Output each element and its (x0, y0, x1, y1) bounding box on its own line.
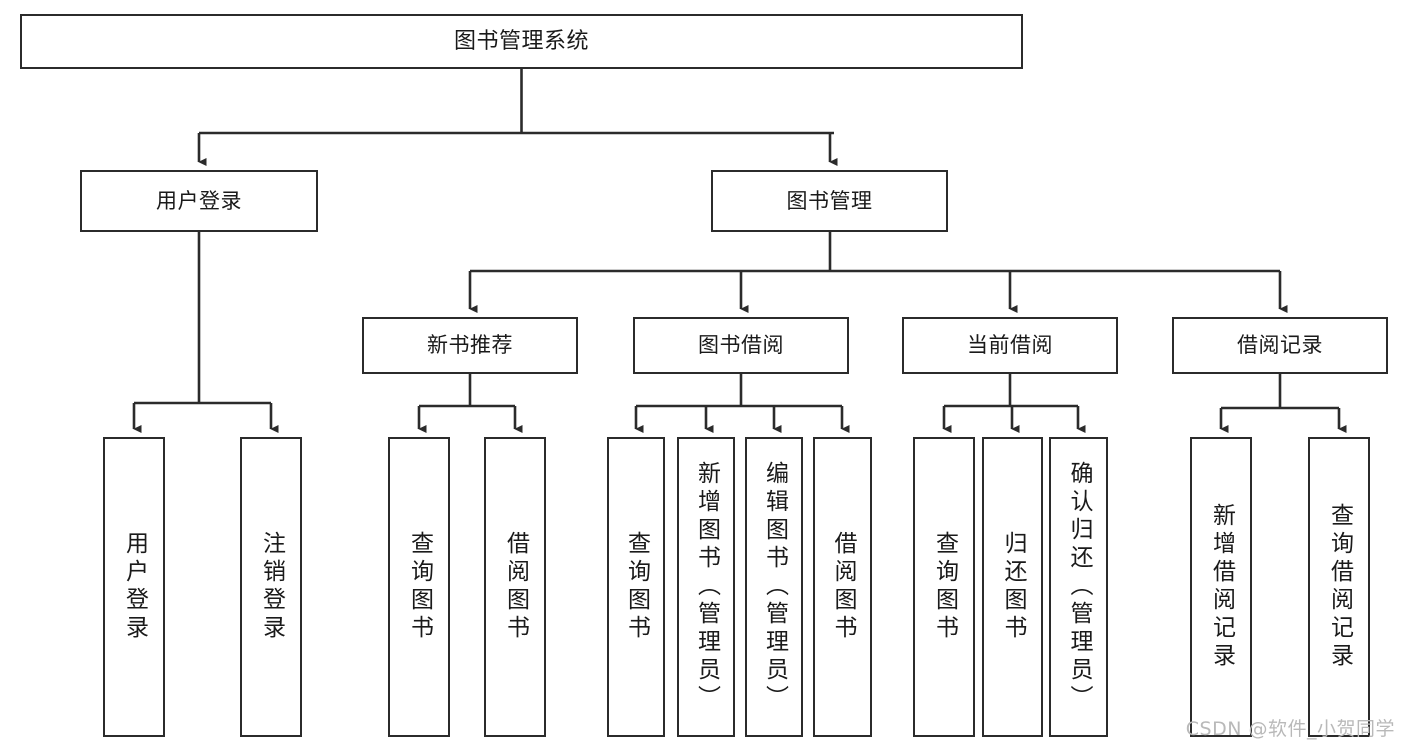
node-label: 借阅图书 (830, 531, 856, 643)
node-leaf-logout[interactable]: 注销登录 (240, 437, 302, 737)
node-borrowing-records[interactable]: 借阅记录 (1172, 317, 1388, 374)
node-label: 新增借阅记录 (1208, 503, 1235, 671)
node-label: 当前借阅 (967, 333, 1053, 358)
node-label: 新增图书（管理员） (693, 461, 720, 713)
node-leaf-confirm-return-admin[interactable]: 确认归还（管理员） (1049, 437, 1108, 737)
node-label: 用户登录 (156, 188, 242, 213)
node-new-book-recommendation[interactable]: 新书推荐 (362, 317, 578, 374)
node-label: 确认归还（管理员） (1066, 461, 1092, 713)
node-leaf-add-borrow-record[interactable]: 新增借阅记录 (1190, 437, 1252, 737)
node-label: 新书推荐 (427, 333, 513, 358)
node-label: 图书管理 (786, 188, 873, 213)
node-current-borrowing[interactable]: 当前借阅 (902, 317, 1118, 374)
node-leaf-borrow-book-new[interactable]: 借阅图书 (484, 437, 546, 737)
node-leaf-add-book-admin[interactable]: 新增图书（管理员） (677, 437, 735, 737)
node-leaf-lend-book[interactable]: 借阅图书 (813, 437, 872, 737)
csdn-watermark: CSDN @软件_小贺同学 (1185, 718, 1395, 740)
node-label: 借阅图书 (502, 531, 529, 643)
node-label: 图书借阅 (698, 333, 784, 358)
node-root-book-management-system[interactable]: 图书管理系统 (20, 14, 1023, 69)
node-book-management[interactable]: 图书管理 (711, 170, 948, 232)
node-leaf-edit-book-admin[interactable]: 编辑图书（管理员） (745, 437, 803, 737)
node-label: 归还图书 (1000, 531, 1026, 643)
node-label: 图书管理系统 (453, 28, 589, 54)
node-label: 查询图书 (406, 531, 433, 643)
node-label: 查询图书 (623, 531, 650, 643)
node-leaf-query-borrow-record[interactable]: 查询借阅记录 (1308, 437, 1370, 737)
node-leaf-user-login[interactable]: 用户登录 (103, 437, 165, 737)
node-leaf-query-book-current[interactable]: 查询图书 (913, 437, 975, 737)
node-label: 查询借阅记录 (1326, 503, 1353, 671)
node-user-login[interactable]: 用户登录 (80, 170, 318, 232)
node-label: 查询图书 (931, 531, 958, 643)
node-leaf-return-book[interactable]: 归还图书 (982, 437, 1043, 737)
node-leaf-query-book-borrow[interactable]: 查询图书 (607, 437, 665, 737)
node-label: 编辑图书（管理员） (761, 461, 788, 713)
node-label: 用户登录 (121, 531, 148, 643)
node-label: 注销登录 (258, 531, 285, 643)
node-leaf-query-book-new[interactable]: 查询图书 (388, 437, 450, 737)
node-book-borrowing[interactable]: 图书借阅 (633, 317, 849, 374)
node-label: 借阅记录 (1237, 333, 1323, 358)
